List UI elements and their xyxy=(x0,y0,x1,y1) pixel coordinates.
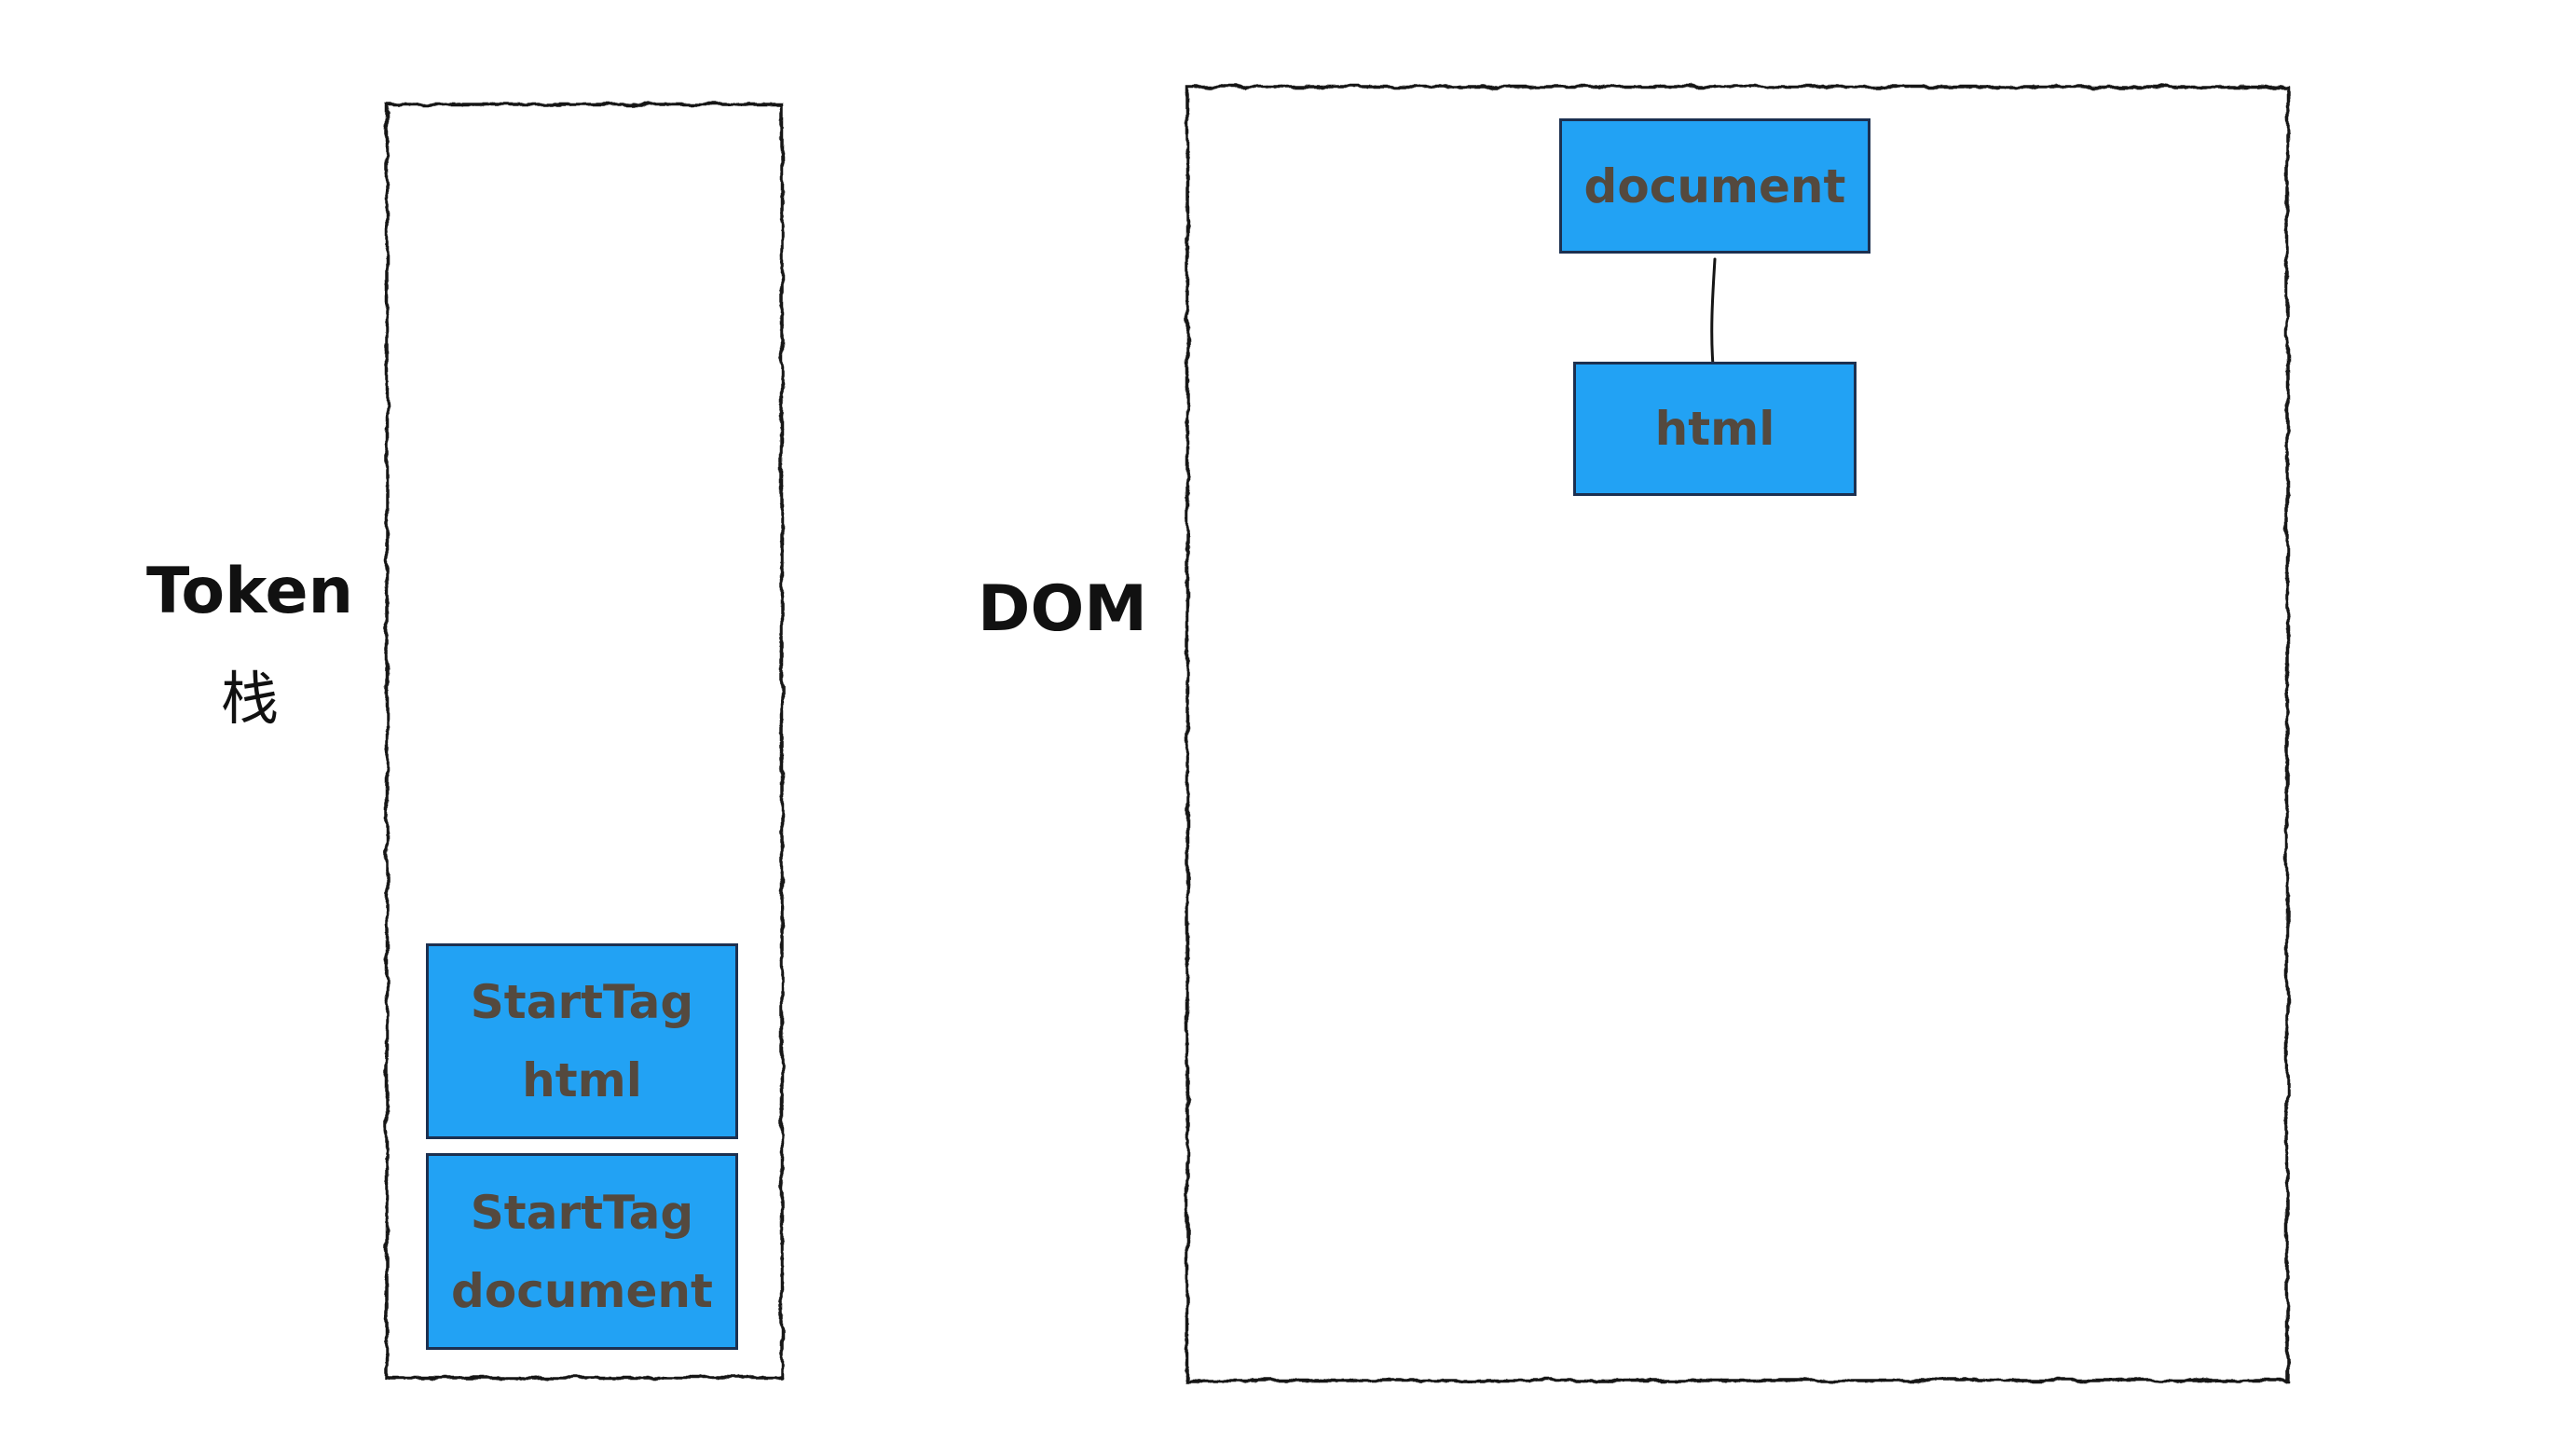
token-stack-item-starttag-document: StartTag document xyxy=(426,1153,738,1350)
token-type-label: StartTag xyxy=(470,1185,694,1240)
dom-node-label: html xyxy=(1654,402,1775,456)
token-stack-item-starttag-html: StartTag html xyxy=(426,943,738,1139)
dom-node-html: html xyxy=(1573,362,1857,496)
token-name-label: html xyxy=(522,1053,642,1107)
token-stack-label: Token xyxy=(146,555,353,628)
token-name-label: document xyxy=(451,1263,713,1318)
dom-outline xyxy=(1185,85,2289,1382)
dom-label: DOM xyxy=(978,572,1147,646)
token-type-label: StartTag xyxy=(470,975,694,1029)
token-stack-label-zh: 栈 xyxy=(220,665,279,733)
token-stack-outline xyxy=(385,103,784,1380)
dom-node-label: document xyxy=(1583,158,1846,213)
dom-node-document: document xyxy=(1559,118,1870,254)
document-html-edge xyxy=(1710,257,1717,367)
